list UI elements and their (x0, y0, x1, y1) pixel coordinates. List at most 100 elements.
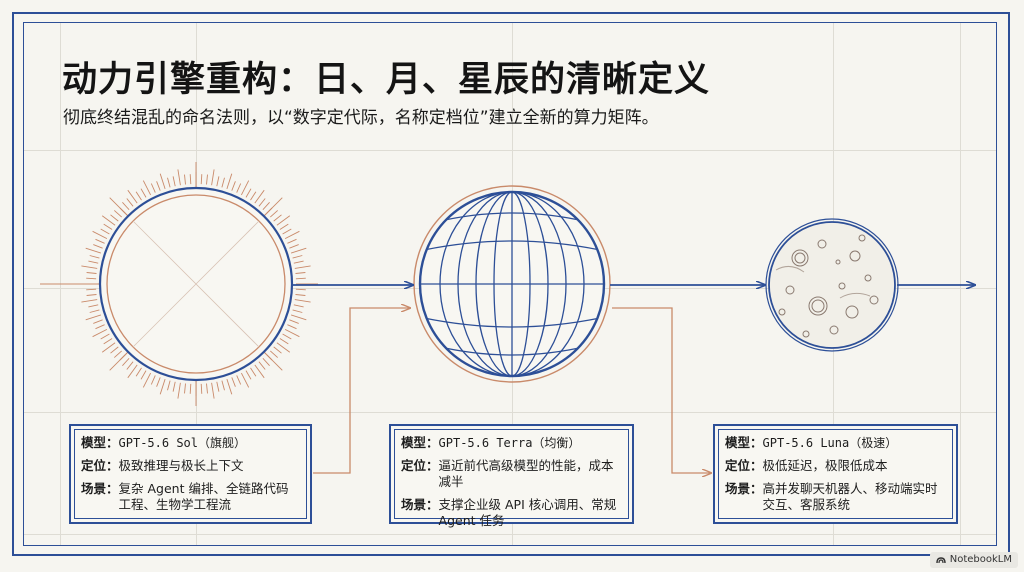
sun-ray (110, 214, 119, 222)
sun-ray (113, 210, 123, 218)
sun-ray (269, 350, 279, 358)
card-row-scenario: 场景： 支撑企业级 API 核心调用、常规 Agent 任务 (401, 497, 622, 529)
sun-ray (273, 214, 282, 222)
card-row-position: 定位： 极致推理与极长上下文 (81, 458, 300, 474)
sun-ray (100, 228, 110, 235)
sun-ray (135, 191, 142, 201)
card-label: 场景： (81, 481, 119, 496)
sun-ray (282, 228, 292, 235)
sun-ray (101, 215, 116, 226)
sun-ray (221, 177, 225, 188)
sun-ray (156, 377, 161, 387)
sun-ray (295, 294, 306, 296)
sun-ray (221, 380, 225, 391)
card-model-value: GPT-5.6 Luna（极速） (762, 436, 898, 450)
card-position-value: 极致推理与极长上下文 (118, 458, 244, 473)
sun-ray (122, 357, 130, 367)
sun-ray (103, 338, 113, 345)
sun-ray (127, 364, 138, 379)
sun-ray (211, 382, 215, 399)
page-subtitle: 彻底终结混乱的命名法则，以“数字定代际，名称定档位”建立全新的算力矩阵。 (63, 108, 659, 128)
sun-ray (95, 324, 105, 330)
card-label: 模型： (401, 435, 439, 450)
sun-ray (189, 383, 192, 394)
card-label: 模型： (81, 435, 119, 450)
grid-line (23, 150, 997, 151)
sun-ray (245, 188, 252, 198)
sun-ray (240, 180, 250, 196)
sun-ray (200, 174, 203, 185)
sun-ray (292, 309, 303, 313)
sun-ray (85, 247, 102, 254)
sun-ray (184, 174, 186, 185)
moon-icon (765, 218, 899, 352)
page-title: 动力引擎重构：日、月、星辰的清晰定义 (62, 60, 711, 100)
sun-ray (231, 377, 236, 387)
sun-ray (86, 288, 97, 291)
card-row-model: 模型： GPT-5.6 Terra（均衡） (401, 435, 622, 451)
card-model-value: GPT-5.6 Terra（均衡） (438, 436, 581, 450)
sun-ray (226, 378, 233, 395)
sun-ray (100, 333, 110, 340)
sun-ray (258, 198, 266, 207)
sun-ray (88, 304, 99, 308)
sun-ray (93, 244, 103, 249)
sun-ray (290, 314, 307, 321)
sun-ray (254, 364, 265, 379)
sun-ray (95, 238, 105, 244)
sun-ray (126, 361, 134, 370)
sun-ray (150, 183, 156, 193)
sun-ray (295, 277, 306, 280)
card-row-position: 定位： 逼近前代高级模型的性能，成本减半 (401, 458, 622, 490)
sun-ray (86, 272, 97, 274)
sun-ray (140, 370, 147, 380)
card-position-value: 极低延迟，极限低成本 (762, 458, 888, 473)
card-row-model: 模型： GPT-5.6 Sol（旗舰） (81, 435, 300, 451)
sun-ray (269, 210, 279, 218)
sun-ray (159, 173, 166, 190)
grid-line (960, 22, 961, 546)
connector-sol-to-terra (313, 308, 410, 474)
card-row-model: 模型： GPT-5.6 Luna（极速） (725, 435, 946, 451)
sun-ray (135, 367, 142, 377)
sun-ray (142, 180, 152, 196)
sun-ray (282, 333, 292, 340)
sun-ray (122, 201, 130, 211)
sun-ray (167, 380, 171, 391)
sun-ray (236, 183, 242, 193)
sun-ray (287, 324, 297, 330)
sun-ray (200, 383, 203, 394)
outer-frame (12, 12, 1010, 556)
sun-ray (236, 375, 242, 385)
sun-ray (262, 201, 270, 211)
card-position-value: 逼近前代高级模型的性能，成本减半 (438, 458, 614, 489)
sun-ray (172, 381, 176, 392)
sun-ray (92, 328, 108, 338)
card-model-value: GPT-5.6 Sol（旗舰） (118, 436, 246, 450)
sun-ray (287, 238, 297, 244)
sun-ray (293, 260, 304, 264)
sun-ray (206, 383, 208, 394)
sun-ray (211, 169, 215, 186)
sun-ray (86, 277, 97, 280)
sun-icon (40, 162, 318, 406)
sun-ray (262, 357, 270, 367)
sun-ray (167, 177, 171, 188)
sun-ray (110, 346, 119, 354)
sun-ray (126, 198, 134, 207)
sun-ray (89, 309, 100, 313)
sun-ray (292, 255, 303, 259)
sun-ray (273, 346, 282, 354)
sun-ray (184, 383, 186, 394)
sun-ray (81, 265, 98, 269)
connector-terra-to-luna (612, 307, 711, 473)
notebooklm-icon (936, 557, 946, 564)
globe-icon (413, 185, 611, 383)
grid-line (23, 534, 997, 535)
sun-ray (127, 189, 138, 204)
sun-ray (276, 215, 291, 226)
card-row-scenario: 场景： 高并发聊天机器人、移动端实时交互、客服系统 (725, 481, 946, 513)
sun-ray (250, 367, 257, 377)
card-label: 场景： (725, 481, 763, 496)
card-scenario-value: 支撑企业级 API 核心调用、常规 Agent 任务 (438, 497, 617, 528)
